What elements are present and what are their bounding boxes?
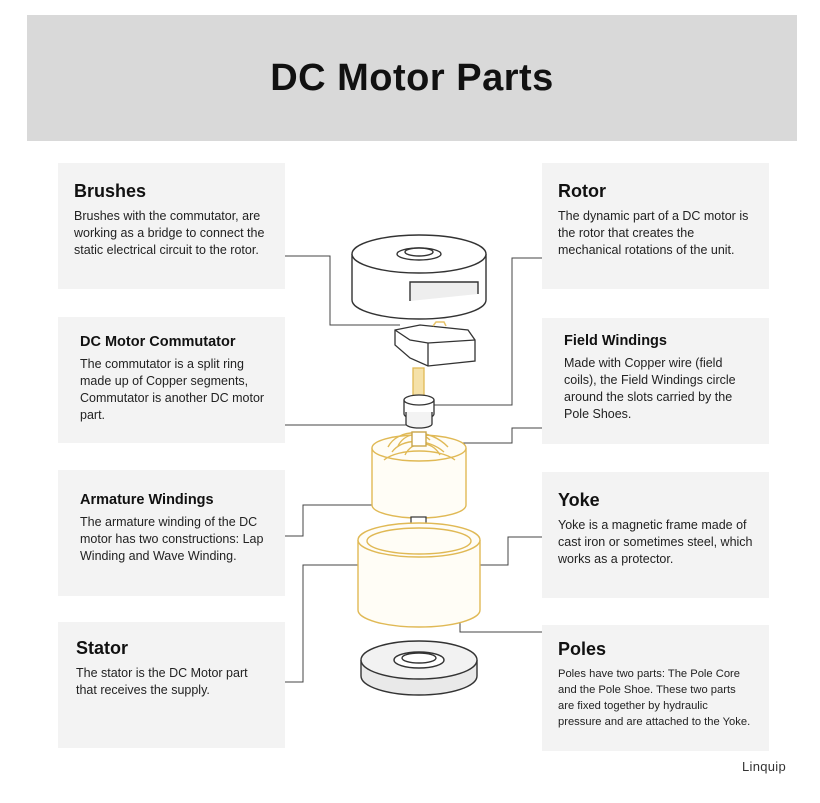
end-plate [360,640,478,696]
card-stator: Stator The stator is the DC Motor part t… [58,622,285,748]
page-title: DC Motor Parts [270,56,554,99]
leader-field [450,427,542,444]
card-field-windings: Field Windings Made with Copper wire (fi… [542,318,769,444]
commutator-title: DC Motor Commutator [80,334,236,350]
poles-title: Poles [558,639,607,659]
card-rotor: Rotor The dynamic part of a DC motor is … [542,163,769,289]
card-armature: Armature Windings The armature winding o… [58,470,285,596]
armature-title: Armature Windings [80,492,214,508]
card-brushes: Brushes Brushes with the commutator, are… [58,163,285,289]
rotor-title: Rotor [558,181,606,201]
card-yoke: Yoke Yoke is a magnetic frame made of ca… [542,472,769,598]
poles-text: Poles have two parts: The Pole Core and … [558,668,751,728]
card-poles: Poles Poles have two parts: The Pole Cor… [542,625,769,751]
leader-brushes [285,255,400,326]
title-banner: DC Motor Parts [27,15,797,141]
yoke-title: Yoke [558,490,600,510]
armature-text: The armature winding of the DC motor has… [80,515,264,563]
card-commutator: DC Motor Commutator The commutator is a … [58,317,285,443]
shaft-part [403,367,435,429]
stator-text: The stator is the DC Motor part that rec… [76,666,248,697]
brushes-title: Brushes [74,181,147,201]
field-windings-text: Made with Copper wire (field coils), the… [564,356,736,421]
armature-part [371,431,467,519]
yoke-part [357,522,481,628]
commutator-text: The commutator is a split ring made up o… [80,357,265,422]
brushes-text: Brushes with the commutator, are working… [74,209,265,257]
yoke-text: Yoke is a magnetic frame made of cast ir… [558,518,753,566]
brand-logo: Linquip [742,759,787,774]
leader-stator [285,564,362,683]
leader-rotor [432,257,542,406]
stator-title: Stator [76,638,129,658]
brushes-part [394,321,476,367]
leader-armature [285,504,372,537]
field-windings-title: Field Windings [564,333,667,349]
end-cap [351,234,487,320]
rotor-text: The dynamic part of a DC motor is the ro… [558,209,749,257]
